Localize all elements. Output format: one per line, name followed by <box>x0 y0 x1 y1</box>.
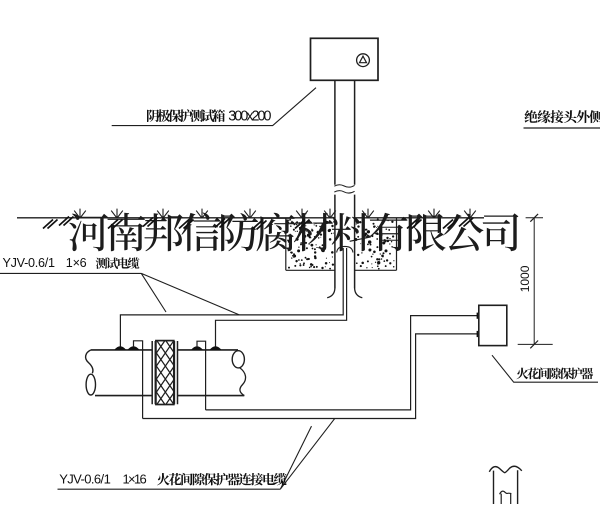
svg-text:1×6: 1×6 <box>66 256 87 270</box>
svg-text:1000: 1000 <box>518 265 532 292</box>
svg-text:YJV-0.6/1: YJV-0.6/1 <box>59 472 111 487</box>
svg-text:1×16: 1×16 <box>123 472 147 487</box>
svg-text:YJV-0.6/1: YJV-0.6/1 <box>3 256 56 270</box>
svg-text:300x200: 300x200 <box>228 108 271 124</box>
